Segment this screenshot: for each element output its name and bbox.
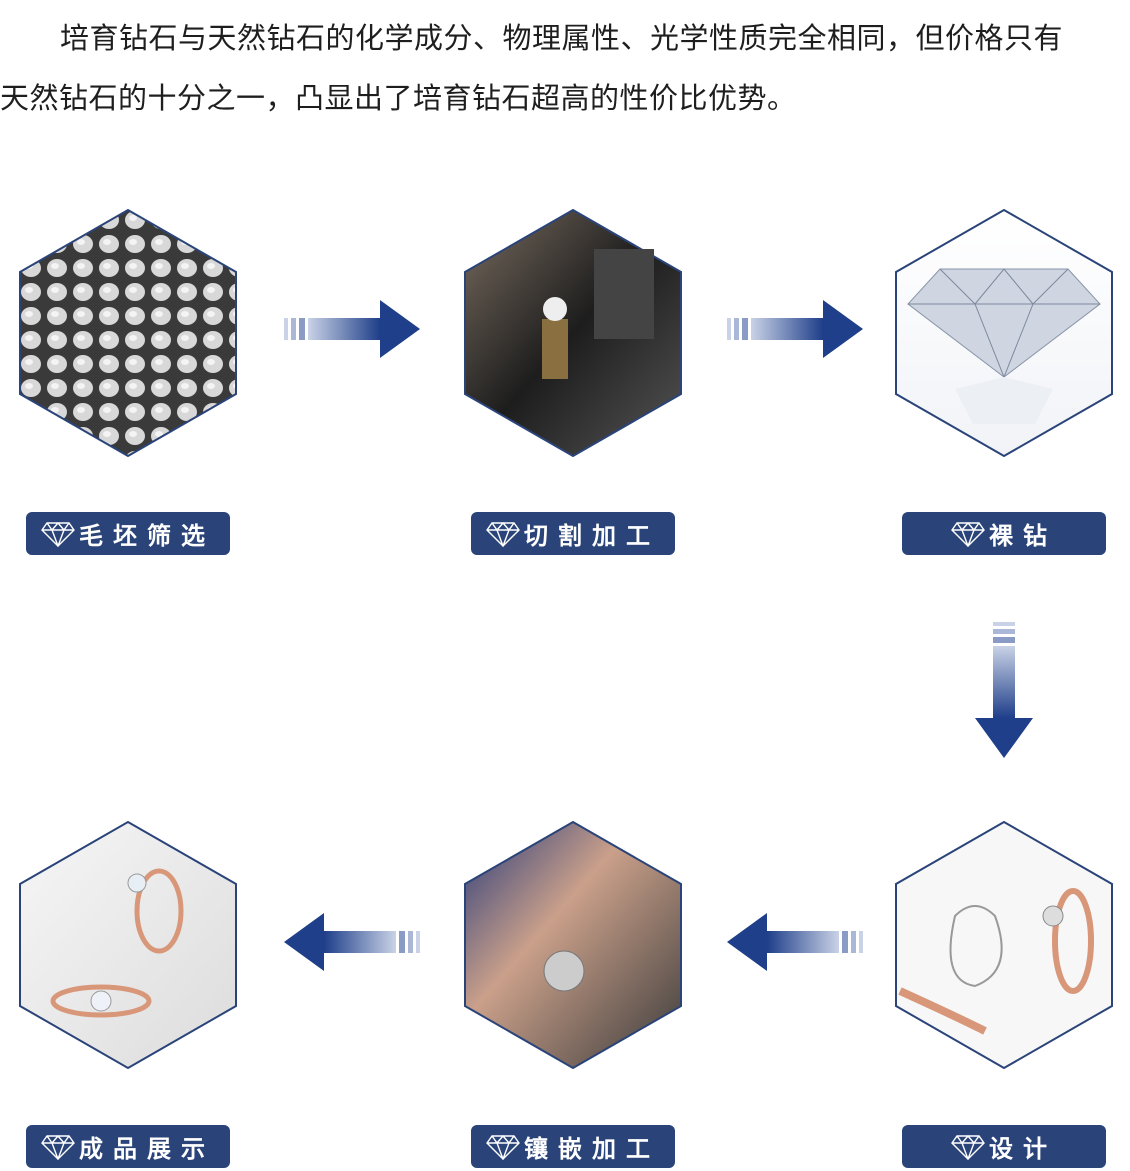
step-label-rough-selection: 毛坯筛选 bbox=[26, 512, 230, 555]
step-label-text: 成品展示 bbox=[79, 1135, 215, 1163]
hex-image-cutting bbox=[464, 209, 682, 457]
hex-image-rough-stones bbox=[19, 209, 237, 457]
step-label-setting: 镶嵌加工 bbox=[471, 1125, 675, 1168]
step-label-text: 裸钻 bbox=[989, 522, 1057, 550]
intro-paragraph: 培育钻石与天然钻石的化学成分、物理属性、光学性质完全相同，但价格只有 天然钻石的… bbox=[0, 8, 1130, 128]
intro-line-2: 天然钻石的十分之一，凸显出了培育钻石超高的性价比优势。 bbox=[0, 81, 797, 115]
step-label-loose-diamond: 裸钻 bbox=[902, 512, 1106, 555]
diamond-icon bbox=[41, 521, 75, 547]
hex-image-setting bbox=[464, 821, 682, 1069]
hex-image-loose-diamond bbox=[895, 209, 1113, 457]
step-label-finished: 成品展示 bbox=[26, 1125, 230, 1168]
step-label-text: 设计 bbox=[989, 1135, 1057, 1163]
diamond-icon bbox=[486, 521, 520, 547]
step-label-text: 镶嵌加工 bbox=[524, 1135, 660, 1163]
step-label-cutting: 切割加工 bbox=[471, 512, 675, 555]
step-label-design: 设计 bbox=[902, 1125, 1106, 1168]
step-label-text: 毛坯筛选 bbox=[79, 522, 215, 550]
arrow-down-icon bbox=[975, 622, 1033, 758]
diamond-icon bbox=[41, 1134, 75, 1160]
diamond-icon bbox=[486, 1134, 520, 1160]
intro-line-1: 培育钻石与天然钻石的化学成分、物理属性、光学性质完全相同，但价格只有 bbox=[60, 21, 1064, 55]
diamond-icon bbox=[951, 521, 985, 547]
arrow-right-icon bbox=[284, 300, 420, 358]
arrow-left-icon bbox=[727, 913, 863, 971]
diamond-icon bbox=[951, 1134, 985, 1160]
hex-image-design-sketch bbox=[895, 821, 1113, 1069]
arrow-left-icon bbox=[284, 913, 420, 971]
hex-image-finished-rings bbox=[19, 821, 237, 1069]
arrow-right-icon bbox=[727, 300, 863, 358]
step-label-text: 切割加工 bbox=[524, 522, 660, 550]
